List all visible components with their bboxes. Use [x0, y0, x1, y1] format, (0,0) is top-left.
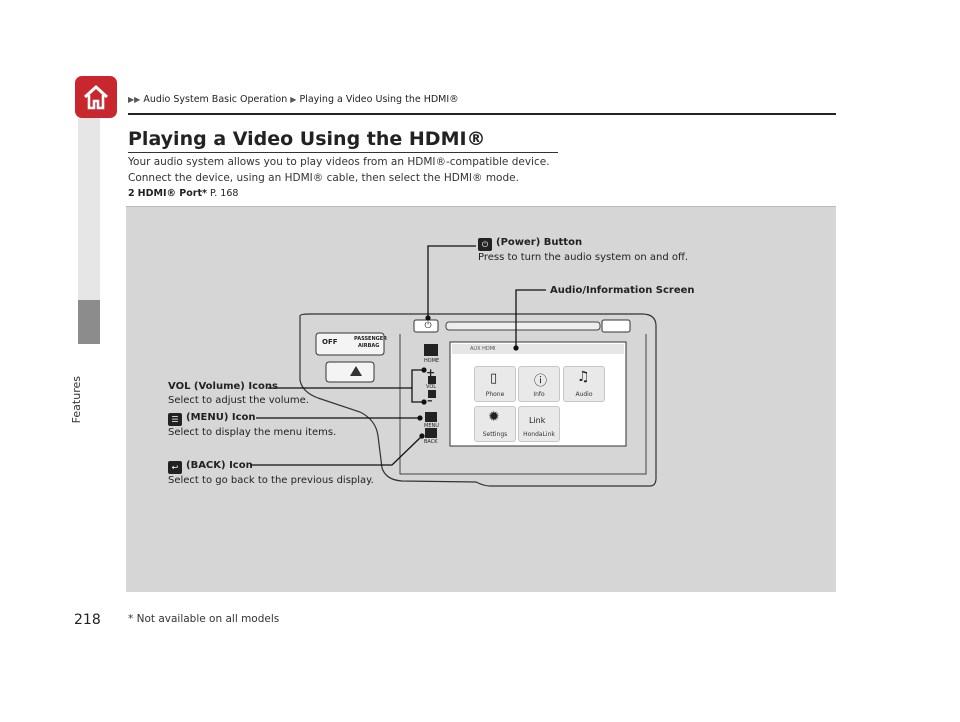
back-callout: ↩ (BACK) Icon Select to go back to the pr…	[168, 459, 374, 488]
volume-callout-desc: Select to adjust the volume.	[168, 395, 309, 406]
back-callout-title: (BACK) Icon	[186, 460, 253, 471]
volume-label: VOL	[426, 384, 437, 390]
info-icon: ⓘ	[534, 374, 548, 389]
volume-callout-title: VOL (Volume) Icons	[168, 381, 278, 392]
hondalink-tile[interactable]: Link HondaLink	[518, 406, 560, 442]
menu-icon: ☰	[168, 413, 182, 426]
back-icon: ↩	[168, 461, 182, 474]
link-text: Link	[529, 416, 546, 425]
breadcrumb-current: Playing a Video Using the HDMI®	[299, 94, 459, 105]
phone-tile[interactable]: ▯ Phone	[474, 366, 516, 402]
reference-arrow-icon: 2	[128, 188, 135, 199]
menu-callout-title: (MENU) Icon	[186, 412, 256, 423]
panel-top-edge	[126, 206, 836, 207]
airbag-label-1: PASSENGER	[354, 336, 388, 342]
tile-label: Info	[533, 391, 545, 398]
breadcrumb-link-audio-system[interactable]: Audio System Basic Operation	[143, 94, 288, 105]
tile-label: Audio	[575, 391, 593, 398]
music-note-icon: ♫	[577, 369, 590, 385]
phone-icon: ▯	[490, 371, 498, 386]
footnote: * Not available on all models	[128, 613, 280, 625]
menu-callout: ☰ (MENU) Icon Select to display the menu …	[168, 411, 336, 440]
breadcrumb: ▶▶ Audio System Basic Operation ▶ Playin…	[128, 94, 459, 105]
power-callout: ⏻ (Power) Button Press to turn the audio …	[478, 236, 688, 265]
screen-status-text: AUX HDMI	[470, 346, 496, 352]
reference-label: HDMI® Port	[137, 188, 203, 199]
volume-down-icon[interactable]: –	[427, 394, 433, 407]
cross-reference[interactable]: 2 HDMI® Port* P. 168	[128, 188, 238, 199]
breadcrumb-arrow-icon: ▶▶	[128, 95, 141, 104]
power-button[interactable]: ⏻	[420, 320, 436, 332]
back-hw-label[interactable]: BACK	[424, 439, 438, 445]
back-callout-desc: Select to go back to the previous displa…	[168, 475, 374, 486]
volume-callout: VOL (Volume) Icons Select to adjust the …	[168, 380, 309, 408]
title-underline	[128, 152, 558, 153]
section-marker	[78, 300, 100, 344]
power-icon: ⏻	[478, 238, 492, 251]
airbag-label-2: AIRBAG	[358, 343, 380, 349]
header-rule	[128, 113, 836, 115]
menu-callout-desc: Select to display the menu items.	[168, 427, 337, 438]
airbag-off-text: OFF	[322, 338, 338, 346]
breadcrumb-arrow-icon: ▶	[290, 95, 297, 104]
tile-label: HondaLink	[523, 431, 555, 438]
audio-tile[interactable]: ♫ Audio	[563, 366, 605, 402]
home-hw-label[interactable]: HOME	[424, 358, 440, 364]
home-icon	[83, 85, 109, 110]
menu-hw-label[interactable]: MENU	[424, 423, 439, 429]
body-text-line-1: Your audio system allows you to play vid…	[128, 156, 550, 168]
page-number: 218	[74, 612, 101, 628]
gear-icon: ✹	[488, 409, 500, 425]
info-tile[interactable]: ⓘ Info	[518, 366, 560, 402]
screen-callout-title: Audio/Information Screen	[550, 285, 695, 296]
power-callout-desc: Press to turn the audio system on and of…	[478, 252, 689, 263]
power-callout-title: (Power) Button	[496, 237, 583, 248]
screen-callout: Audio/Information Screen	[550, 284, 695, 298]
page-title: Playing a Video Using the HDMI®	[128, 128, 486, 150]
volume-up-icon[interactable]: +	[426, 366, 436, 379]
tile-label: Phone	[485, 391, 505, 398]
body-text-line-2: Connect the device, using an HDMI® cable…	[128, 172, 519, 184]
reference-page: P. 168	[210, 188, 239, 199]
side-strip	[78, 118, 100, 318]
settings-tile[interactable]: ✹ Settings	[474, 406, 516, 442]
home-button[interactable]	[75, 76, 117, 118]
tile-label: Settings	[482, 431, 508, 438]
power-icon: ⏻	[424, 320, 432, 331]
reference-asterisk: *	[202, 188, 207, 199]
